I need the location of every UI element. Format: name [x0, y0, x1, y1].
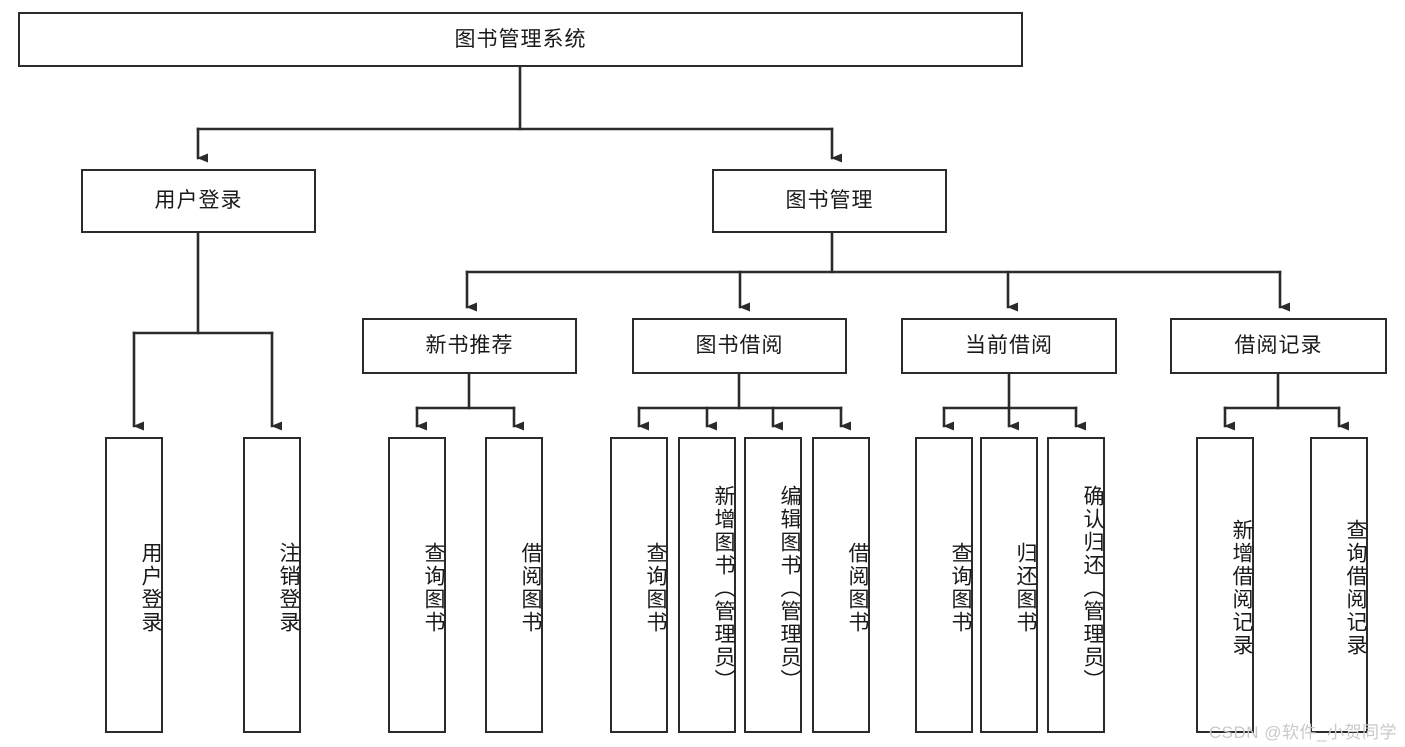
leaf-user-login-logout[interactable]: 注销登录	[243, 437, 301, 733]
leaf-label: 查询借阅记录	[1344, 519, 1367, 657]
node-user-login[interactable]: 用户登录	[81, 169, 316, 233]
leaf-label: 用户登录	[139, 542, 162, 634]
node-current-borrow[interactable]: 当前借阅	[901, 318, 1117, 374]
leaf-borrow-add-book[interactable]: 新增图书（管理员）	[678, 437, 736, 733]
leaf-label: 借阅图书	[519, 542, 542, 634]
leaf-label: 编辑图书（管理员）	[778, 484, 801, 692]
leaf-current-query-book[interactable]: 查询图书	[915, 437, 973, 733]
leaf-label: 查询图书	[949, 542, 972, 634]
node-root-system[interactable]: 图书管理系统	[18, 12, 1023, 67]
leaf-label: 新增图书（管理员）	[712, 484, 735, 692]
leaf-label: 查询图书	[422, 542, 445, 634]
leaf-borrow-query-book[interactable]: 查询图书	[610, 437, 668, 733]
leaf-current-confirm-return[interactable]: 确认归还（管理员）	[1047, 437, 1105, 733]
leaf-record-query-record[interactable]: 查询借阅记录	[1310, 437, 1368, 733]
node-new-book-recommend[interactable]: 新书推荐	[362, 318, 577, 374]
leaf-new-book-borrow[interactable]: 借阅图书	[485, 437, 543, 733]
leaf-label: 确认归还（管理员）	[1081, 484, 1104, 692]
leaf-label: 新增借阅记录	[1230, 519, 1253, 657]
leaf-label: 注销登录	[277, 542, 300, 634]
leaf-new-book-query[interactable]: 查询图书	[388, 437, 446, 733]
node-borrow-record[interactable]: 借阅记录	[1170, 318, 1387, 374]
leaf-label: 查询图书	[644, 542, 667, 634]
leaf-label: 借阅图书	[846, 542, 869, 634]
node-book-management[interactable]: 图书管理	[712, 169, 947, 233]
leaf-label: 归还图书	[1014, 542, 1037, 634]
leaf-user-login-login[interactable]: 用户登录	[105, 437, 163, 733]
leaf-borrow-edit-book[interactable]: 编辑图书（管理员）	[744, 437, 802, 733]
leaf-record-add-record[interactable]: 新增借阅记录	[1196, 437, 1254, 733]
node-book-borrow[interactable]: 图书借阅	[632, 318, 847, 374]
leaf-current-return-book[interactable]: 归还图书	[980, 437, 1038, 733]
leaf-borrow-borrow-book[interactable]: 借阅图书	[812, 437, 870, 733]
